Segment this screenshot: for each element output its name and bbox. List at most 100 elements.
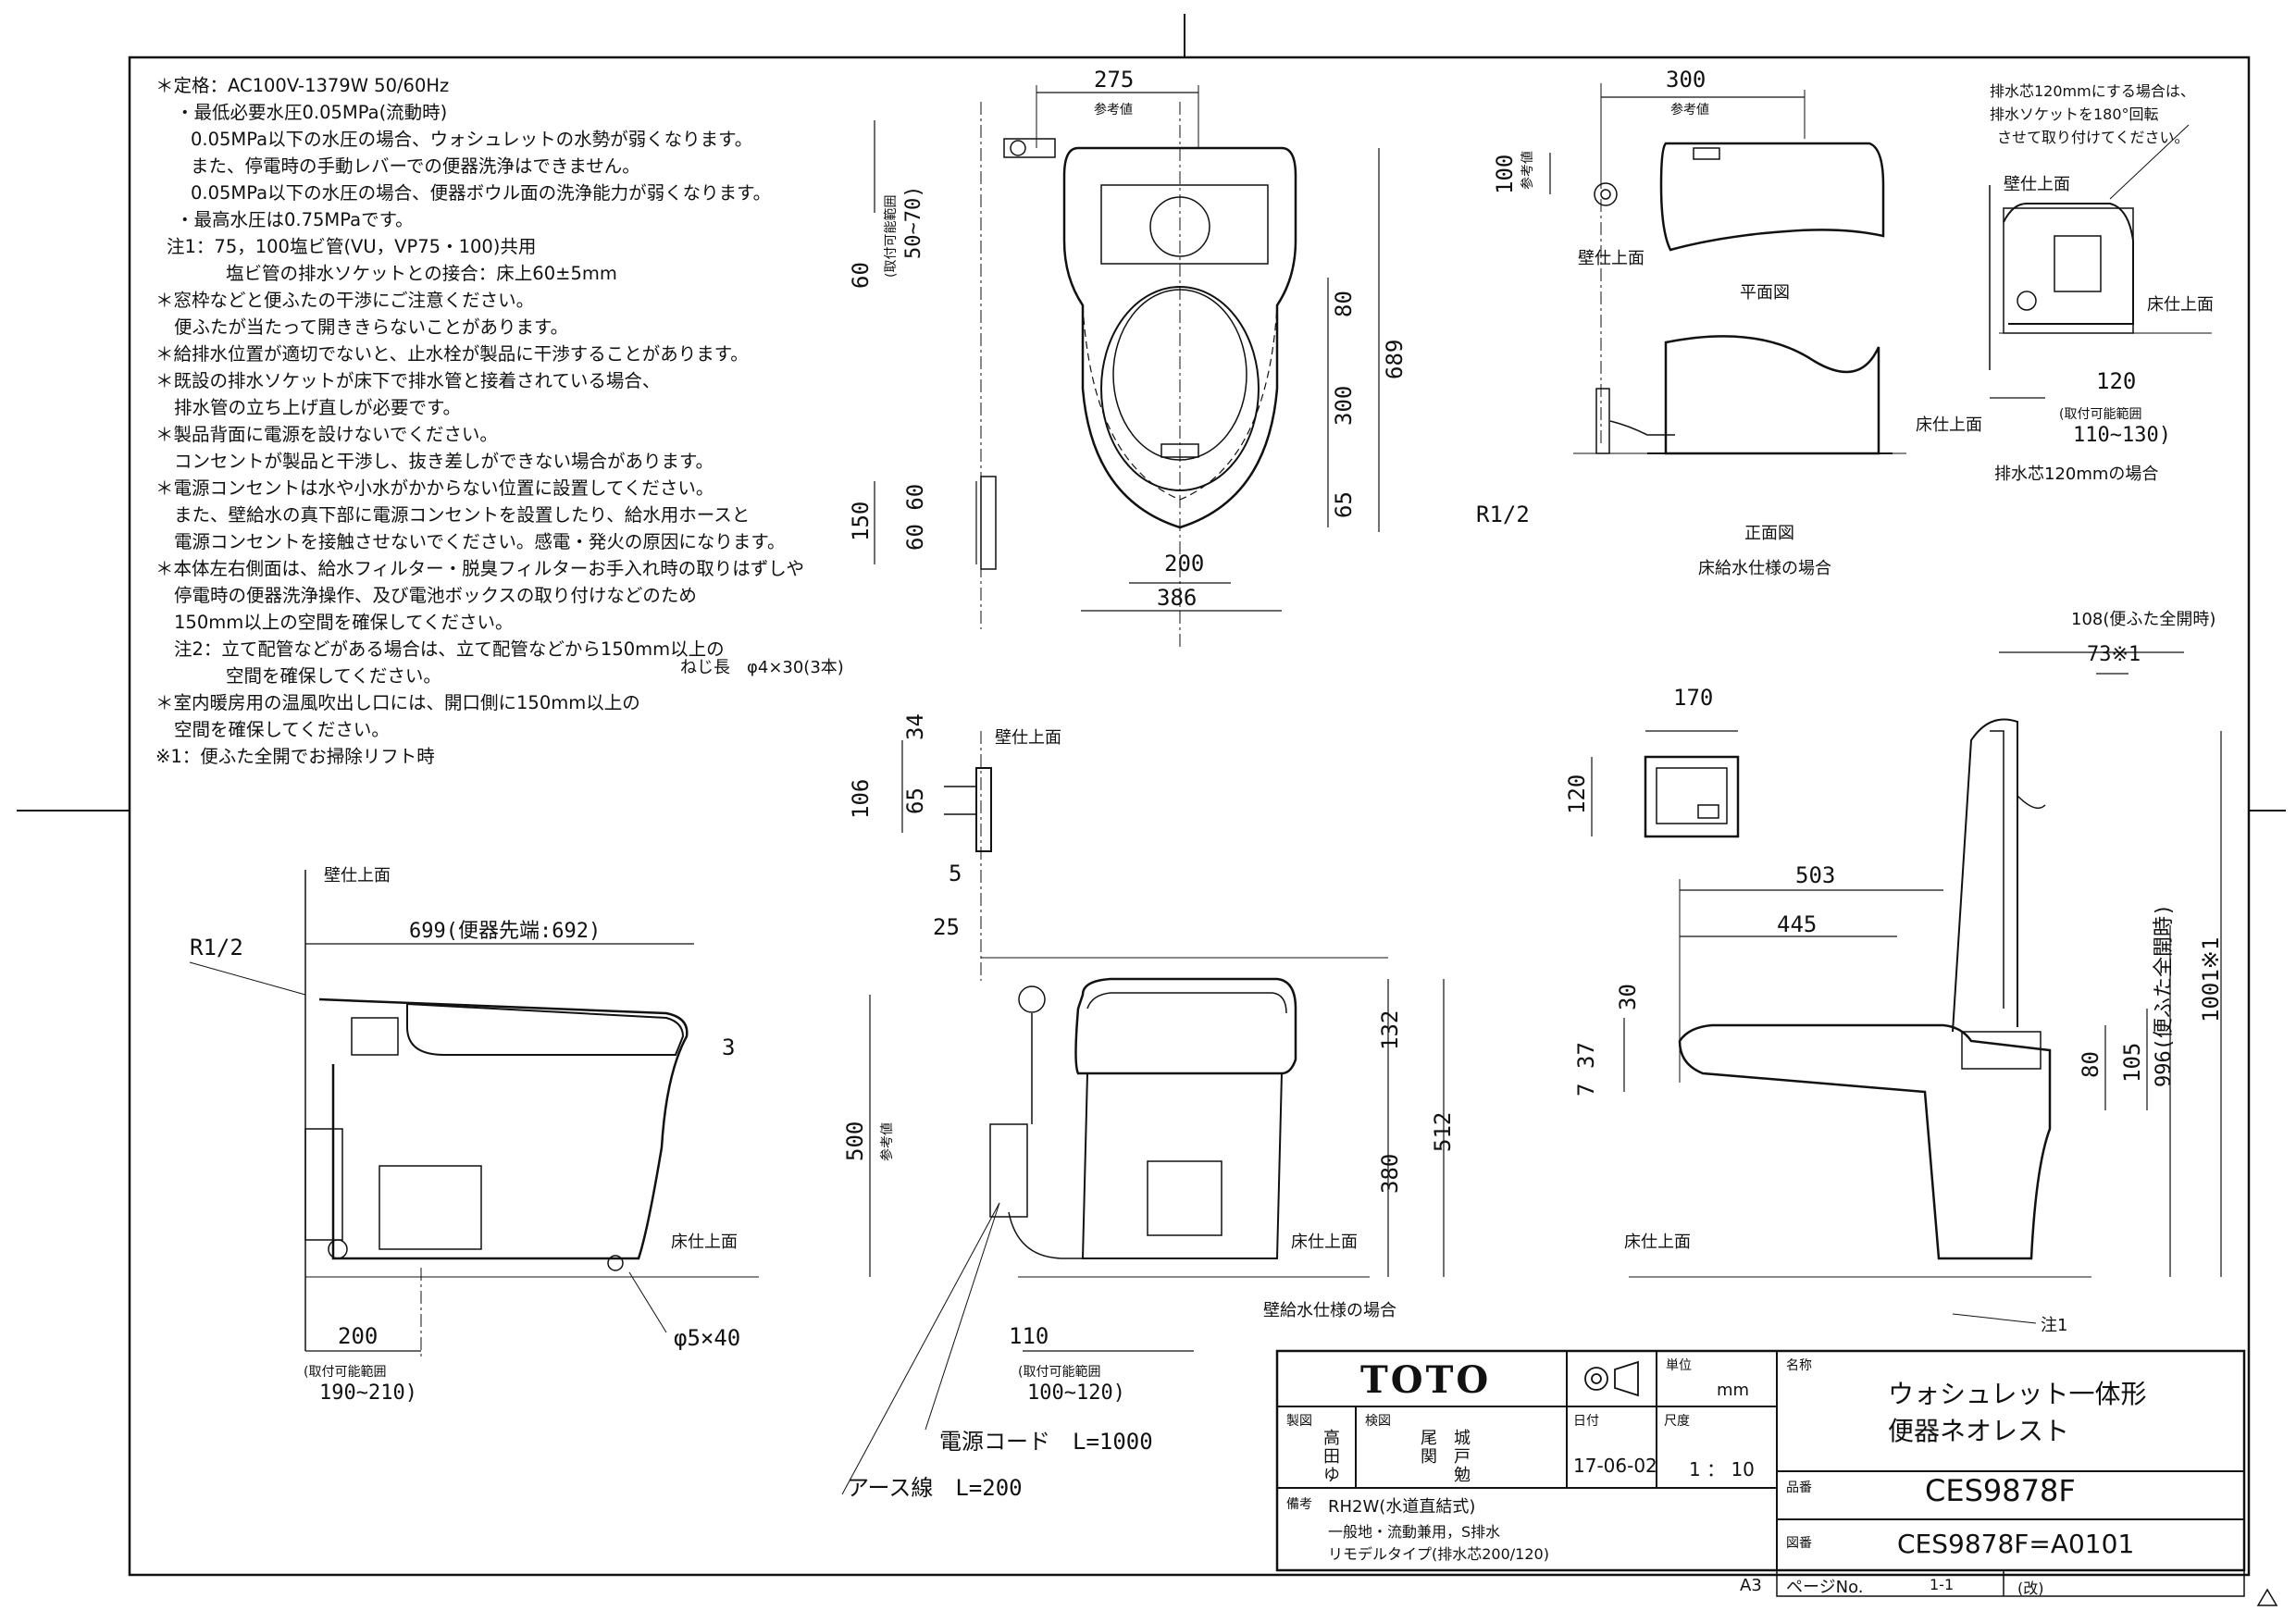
phi5x40-label: φ5×40 <box>674 1325 741 1351</box>
note-line: 電源コンセントを接触させないでください。感電・発火の原因になります。 <box>174 531 786 552</box>
dim-699: 699(便器先端:692) <box>409 920 602 943</box>
dim-65-bracket: 65 <box>902 787 928 814</box>
range-110-130: 110~130) <box>2073 424 2171 447</box>
remote-control-drawing <box>1644 755 1740 838</box>
r12-label-1: R1/2 <box>1476 502 1530 527</box>
note-line: 0.05MPa以下の水圧の場合、便器ボウル面の洗浄能力が弱くなります。 <box>191 182 772 204</box>
note-line: コンセントが製品と干渉し、抜き差しができない場合があります。 <box>174 451 714 472</box>
dim-503: 503 <box>1795 862 1836 888</box>
dim-170: 170 <box>1673 685 1714 711</box>
dim-37: 37 <box>1573 1042 1599 1069</box>
range-190-210: 190~210) <box>319 1381 417 1405</box>
note-line: ＊本体左右側面は、給水フィルター・脱臭フィルターお手入れ時の取りはずしや <box>155 558 805 579</box>
side-view-drain120 <box>2003 203 2134 334</box>
ref-value-label-2: 参考値 <box>1670 103 1709 118</box>
floor-top-label-5: 床仕上面 <box>1624 1233 1691 1252</box>
drain120-note-3: させて取り付けてください。 <box>1997 129 2190 146</box>
lid-open-108: 108(便ふた全開時) <box>2071 610 2216 629</box>
dim-25: 25 <box>933 914 960 940</box>
note-line: ＊室内暖房用の温風吹出し口には、開口側に150mm以上の <box>155 692 640 713</box>
front-view-floor-supply <box>1595 335 1893 455</box>
dim-73: 73※1 <box>2087 643 2141 666</box>
screw-label: ねじ長 φ4×30(3本) <box>680 658 844 677</box>
drawing-label: 図番 <box>1786 1536 1812 1551</box>
dim-300: 300 <box>1666 67 1706 93</box>
floor-top-label-3: 床仕上面 <box>671 1233 738 1252</box>
dim-120-drain: 120 <box>2096 368 2137 394</box>
dim-386: 386 <box>1157 585 1198 611</box>
floor-top-label-2: 床仕上面 <box>2147 295 2214 315</box>
scale-label: 尺度 <box>1664 1414 1690 1429</box>
part-number: CES9878F <box>1925 1473 2076 1508</box>
range-label-right: (取付可能範囲 <box>2059 407 2142 422</box>
dim-60: 60 <box>848 262 874 289</box>
wall-supply-label: 壁給水仕様の場合 <box>1263 1301 1396 1320</box>
note-line: また、壁給水の真下部に電源コンセントを設置したり、給水用ホースと <box>174 504 751 526</box>
wall-top-label-3: 壁仕上面 <box>995 728 1061 748</box>
date-value: 17-06-02 <box>1573 1455 1657 1477</box>
remarks-line1: RH2W(水道直結式) <box>1328 1497 1476 1517</box>
drawing-frame <box>128 56 2251 1577</box>
range-100-120: 100~120) <box>1027 1381 1125 1405</box>
remarks-line2: 一般地・流動兼用，S排水 <box>1328 1523 1501 1541</box>
dim-120-remote: 120 <box>1564 774 1590 814</box>
notes-block: ＊定格：AC100V-1379W 50/60Hz ・最低必要水圧0.05MPa(… <box>155 72 859 770</box>
floor-supply-label: 床給水仕様の場合 <box>1698 559 1831 578</box>
note-line: ＊窓枠などと便ふたの干渉にご注意ください。 <box>155 290 535 311</box>
remarks-line3: リモデルタイプ(排水芯200/120) <box>1328 1545 1549 1563</box>
earth-wire-label: アース線 L=200 <box>847 1475 1023 1501</box>
dim-65: 65 <box>1331 491 1357 518</box>
note-line: 排水管の立ち上げ直しが必要です。 <box>174 397 462 418</box>
ref-value-vertical-2: 参考値 <box>880 1122 895 1161</box>
drain120-note-1: 排水芯120mmにする場合は、 <box>1990 82 2195 100</box>
page-number: 1-1 <box>1930 1576 1955 1593</box>
unit-value: mm <box>1717 1381 1750 1400</box>
dim-100: 100 <box>1492 154 1518 194</box>
dim-500: 500 <box>842 1121 868 1161</box>
note-line: ＊定格：AC100V-1379W 50/60Hz <box>155 75 450 96</box>
revision-label: (改) <box>2017 1580 2044 1597</box>
note-line: ＊製品背面に電源を設けないでください。 <box>155 424 498 445</box>
plan-view-toilet <box>1594 142 1885 252</box>
checked-label: 検図 <box>1365 1414 1391 1429</box>
drawing-number: CES9878F=A0101 <box>1897 1529 2135 1559</box>
wall-top-label-1: 壁仕上面 <box>1578 249 1644 268</box>
note-line: ＊電源コンセントは水や小水がかからない位置に設置してください。 <box>155 477 714 499</box>
dim-445: 445 <box>1777 911 1818 937</box>
dim-80-right: 80 <box>2078 1051 2104 1078</box>
dim-200-left: 200 <box>338 1323 379 1349</box>
range-label-left: (取付可能範囲 <box>304 1365 387 1380</box>
drain120-case-label: 排水芯120mmの場合 <box>1994 465 2159 484</box>
unit-label: 単位 <box>1666 1358 1692 1373</box>
scale-value: 1 ： 10 <box>1689 1458 1755 1481</box>
dim-689: 689 <box>1382 339 1408 379</box>
wall-bracket <box>944 767 992 852</box>
top-view-toilet <box>1003 138 1297 529</box>
range-50-70: 50~70) <box>902 185 925 259</box>
note1-label: 注1 <box>2041 1316 2068 1335</box>
dim-200: 200 <box>1164 551 1205 576</box>
paper-size: A3 <box>1740 1576 1762 1595</box>
dim-105: 105 <box>2119 1042 2145 1083</box>
dim-106: 106 <box>848 778 874 819</box>
note-line: 塩ビ管の排水ソケットとの接合：床上60±5mm <box>226 263 617 284</box>
dim-60-60: 60 60 <box>902 483 928 551</box>
dim-5: 5 <box>949 861 962 886</box>
note-line: 停電時の便器洗浄操作、及び電池ボックスの取り付けなどのため <box>174 585 697 606</box>
power-cord-label: 電源コード L=1000 <box>939 1429 1153 1455</box>
dim-3: 3 <box>722 1035 736 1060</box>
note-line: ＊既設の排水ソケットが床下で排水管と接着されている場合、 <box>155 370 661 391</box>
dim-1001: 1001※1 <box>2198 936 2224 1022</box>
ref-value-label: 参考値 <box>1094 103 1133 118</box>
dim-30: 30 <box>1615 984 1641 1010</box>
left-side-view-toilet <box>304 997 689 1271</box>
dim-150: 150 <box>848 501 874 541</box>
floor-top-label-1: 床仕上面 <box>1916 415 1982 435</box>
part-label: 品番 <box>1786 1481 1812 1495</box>
product-name-line1: ウォシュレット一体形 <box>1888 1379 2147 1409</box>
date-label: 日付 <box>1573 1414 1599 1429</box>
note-line: ・最低必要水圧0.05MPa(流動時) <box>176 102 448 123</box>
page-label: ページNo. <box>1786 1578 1864 1597</box>
name-label: 名称 <box>1786 1358 1812 1373</box>
